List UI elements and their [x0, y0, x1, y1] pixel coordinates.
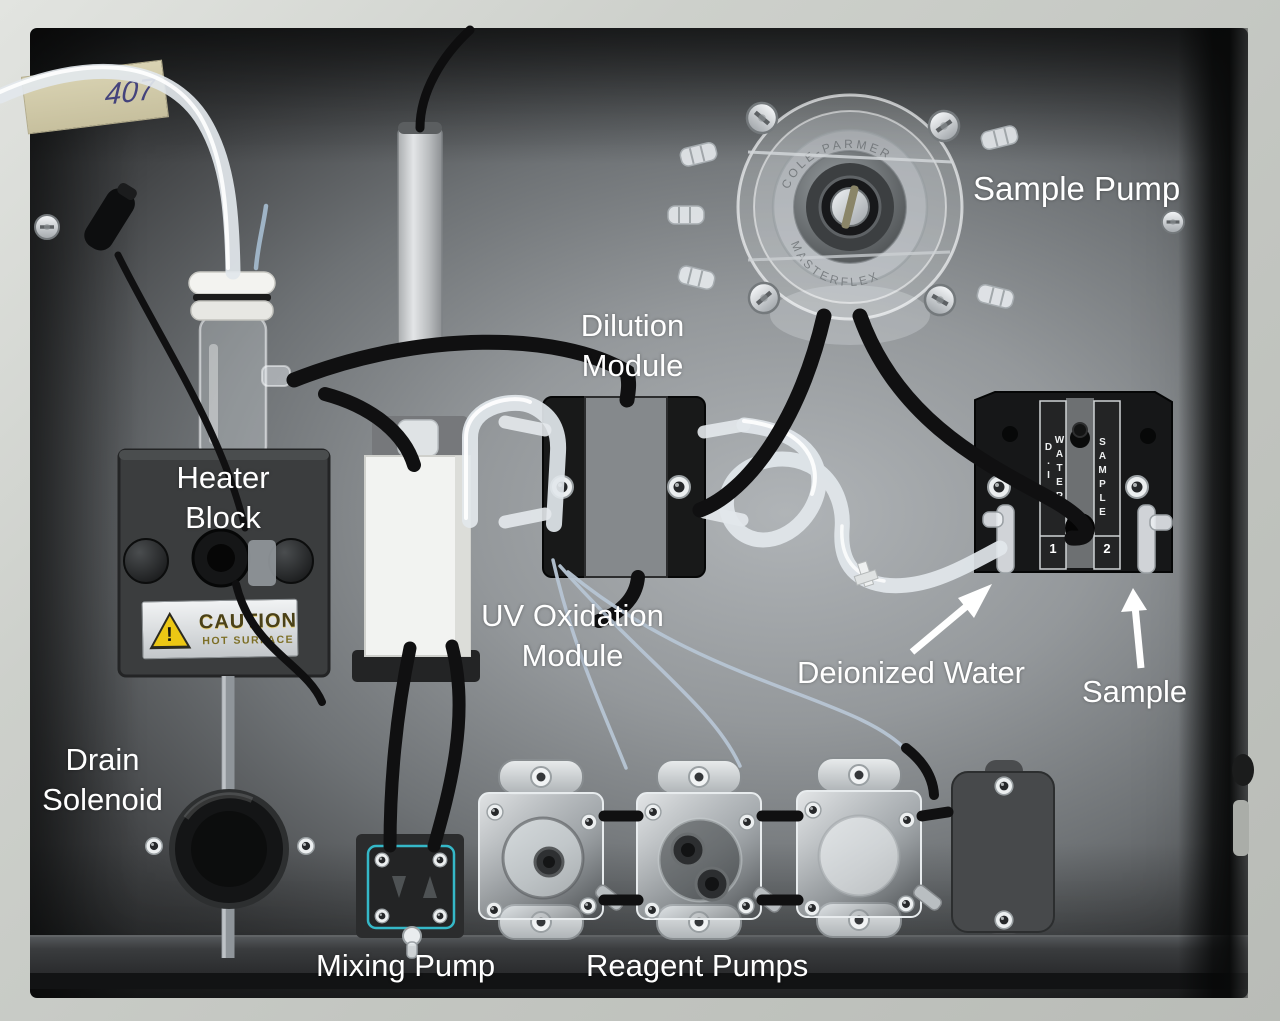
- cable-tie: [853, 560, 879, 588]
- clear-u-tube: [462, 394, 567, 532]
- mixing-pump-label: Mixing Pump: [316, 948, 496, 983]
- uv-oxidation-module: [352, 416, 480, 682]
- deionized-water-label: Deionized Water: [797, 655, 1026, 690]
- dilution-module-label: Dilution Module: [580, 308, 685, 383]
- mixing-pump: [356, 834, 464, 959]
- tube-to-empty-mount: [901, 743, 939, 800]
- tube-uv-to-mixer-right: [427, 639, 466, 853]
- heater-block-label: Heater Block: [176, 460, 270, 535]
- reagent-pump-2: [636, 759, 783, 940]
- reagent-pump-3: [796, 757, 943, 938]
- deionized-water-arrow: [909, 584, 992, 655]
- port2-strip-label: SAMPLE: [1097, 437, 1108, 521]
- drain-solenoid: [145, 789, 315, 909]
- sample-pump: COLE-PARMER MASTERFLEX: [667, 93, 1021, 345]
- tube-uv-top: [318, 387, 421, 472]
- flow-up-arrow-icon: [423, 876, 437, 898]
- glass-vial: [188, 271, 291, 462]
- thin-tube-vial: [253, 203, 269, 271]
- port2-number: 2: [1103, 541, 1111, 556]
- drain-solenoid-label: Drain Solenoid: [42, 742, 163, 817]
- port1-strip-label: D.I. WATER: [1043, 435, 1065, 505]
- empty-pump-mount: [951, 760, 1055, 934]
- clear-tube-inlet: [0, 63, 241, 280]
- di-water-fitting: [982, 504, 1015, 574]
- thin-reagent-tubes: [551, 558, 908, 770]
- cable-heater-loop: [232, 580, 326, 706]
- bottom-shelf-groove: [30, 973, 1248, 989]
- sample-fitting: [1137, 504, 1173, 574]
- tube-pump-left: [692, 308, 832, 518]
- sample-label: Sample: [1082, 674, 1188, 709]
- sample-arrow: [1121, 588, 1147, 669]
- sample-pump-label: Sample Pump: [973, 170, 1181, 207]
- tube-pump-to-inlet: [852, 308, 1094, 546]
- power-plug: [84, 182, 137, 251]
- reagent-pumps-label: Reagent Pumps: [586, 948, 809, 983]
- frame-hole: [1232, 754, 1254, 786]
- tube-vial-to-dilution: [286, 334, 637, 408]
- uv-oxidation-module-label: UV Oxidation Module: [481, 598, 664, 673]
- tube-uv-to-mixer-left: [383, 641, 417, 853]
- cable-plug-to-heater: [114, 251, 249, 532]
- port1-number: 1: [1049, 541, 1057, 556]
- tube-dilution-bottom: [592, 570, 645, 628]
- reagent-interconnects: [598, 806, 954, 906]
- flow-down-arrow-icon: [392, 876, 406, 898]
- reagent-pump-1: [478, 759, 625, 940]
- frame-tab: [1233, 800, 1249, 856]
- uv-lamp-cable: [415, 25, 475, 133]
